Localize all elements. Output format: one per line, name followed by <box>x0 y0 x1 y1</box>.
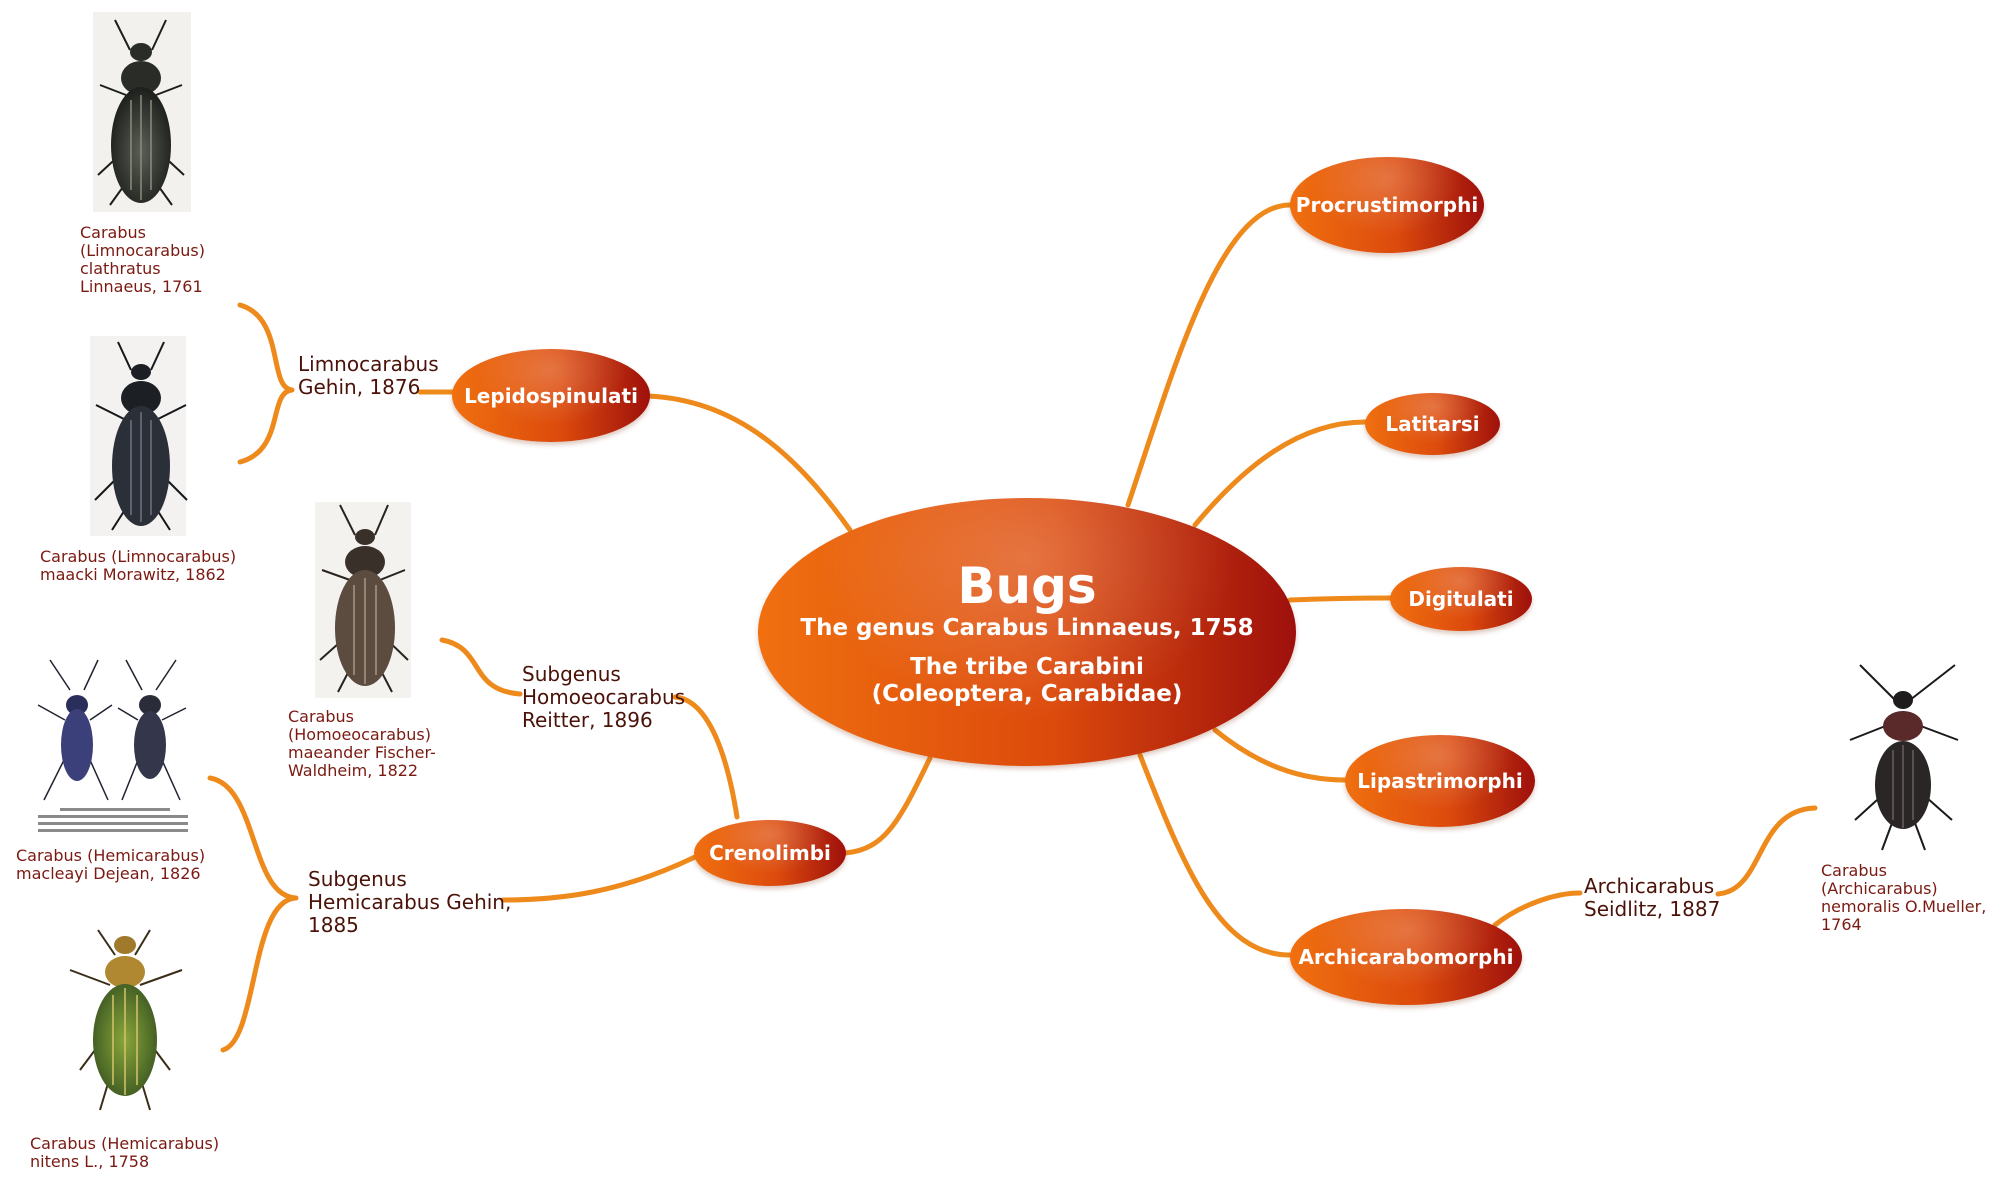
beetle-photo-macleayi <box>28 650 198 835</box>
beetle-photo-nemoralis <box>1838 650 1966 851</box>
connector-latitarsi <box>1192 419 1368 528</box>
bracket-homoeocarabus <box>439 637 523 697</box>
node-lepidospinulati[interactable]: Lepidospinulati <box>452 349 650 442</box>
caption-nitens: Carabus (Hemicarabus) nitens L., 1758 <box>30 1134 220 1171</box>
connector-homoeocarabus <box>672 694 740 820</box>
caption-clathratus: Carabus (Limnocarabus) clathratus Linnae… <box>80 223 205 296</box>
beetle-photo-maacki <box>90 336 188 536</box>
label-homoeocarabus[interactable]: Subgenus Homoeocarabus Reitter, 1896 <box>522 662 686 732</box>
node-procrustimorphi[interactable]: Procrustimorphi <box>1290 157 1484 253</box>
caption-maacki: Carabus (Limnocarabus) maacki Morawitz, … <box>40 547 237 584</box>
central-topic[interactable]: Bugs The genus Carabus Linnaeus, 1758 Th… <box>758 498 1296 766</box>
label-archicarabus[interactable]: Archicarabus Seidlitz, 1887 <box>1584 874 1721 921</box>
node-procrustimorphi-label: Procrustimorphi <box>1295 193 1479 217</box>
node-archicarabomorphi-label: Archicarabomorphi <box>1298 945 1514 969</box>
beetle-photo-clathratus <box>93 12 191 212</box>
caption-macleayi: Carabus (Hemicarabus) macleayi Dejean, 1… <box>16 846 206 883</box>
node-lipastrimorphi[interactable]: Lipastrimorphi <box>1345 735 1535 827</box>
bracket-archicarabus <box>1715 805 1818 897</box>
node-archicarabomorphi[interactable]: Archicarabomorphi <box>1290 909 1522 1005</box>
node-crenolimbi-label: Crenolimbi <box>709 841 831 865</box>
caption-maeander: Carabus (Homoeocarabus) maeander Fischer… <box>288 707 436 780</box>
bracket-limnocarabus <box>237 302 295 465</box>
node-digitulati-label: Digitulati <box>1408 587 1514 611</box>
node-lipastrimorphi-label: Lipastrimorphi <box>1357 769 1523 793</box>
connector-archicarabomorphi <box>1137 752 1293 958</box>
node-crenolimbi[interactable]: Crenolimbi <box>694 820 846 886</box>
connector-lepidospinulati <box>645 393 853 533</box>
node-digitulati[interactable]: Digitulati <box>1390 567 1532 631</box>
connector-hemicarabus <box>500 854 698 903</box>
connector-digitulati <box>1287 595 1393 603</box>
central-title: Bugs <box>957 556 1097 615</box>
central-tribe: The tribe Carabini <box>910 653 1144 680</box>
caption-nemoralis: Carabus (Archicarabus) nemoralis O.Muell… <box>1821 861 1987 934</box>
label-limnocarabus[interactable]: Limnocarabus Gehin, 1876 <box>298 352 439 399</box>
connector-procrustimorphi <box>1125 202 1293 508</box>
beetle-photo-maeander <box>315 502 411 698</box>
central-order: (Coleoptera, Carabidae) <box>871 680 1183 707</box>
node-latitarsi[interactable]: Latitarsi <box>1365 393 1500 455</box>
connector-crenolimbi <box>842 755 933 856</box>
connector-lipastrimorphi <box>1212 727 1348 783</box>
beetle-photo-nitens <box>55 929 195 1118</box>
central-genus: The genus Carabus Linnaeus, 1758 <box>800 614 1254 641</box>
bracket-hemicarabus <box>207 775 299 1053</box>
label-hemicarabus[interactable]: Subgenus Hemicarabus Gehin, 1885 <box>308 867 512 937</box>
node-latitarsi-label: Latitarsi <box>1385 412 1480 436</box>
node-lepidospinulati-label: Lepidospinulati <box>464 383 638 408</box>
connector-archicarabus <box>1492 890 1583 928</box>
